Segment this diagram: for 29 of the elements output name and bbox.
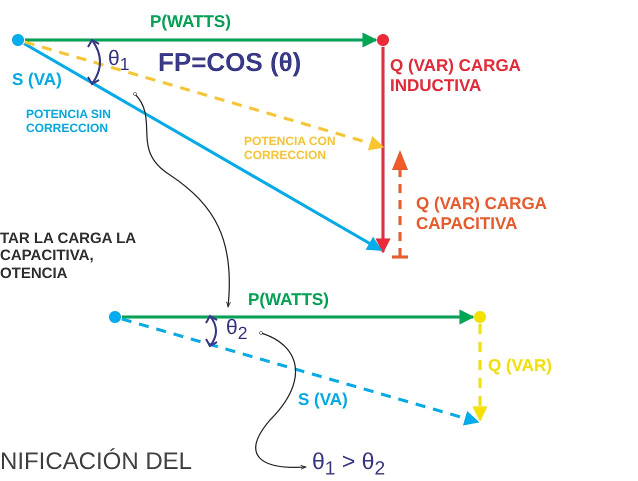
angle-marker (204, 314, 250, 350)
edge-label: Q (VAR) (488, 356, 553, 376)
edge-label: S (VA) (298, 390, 349, 410)
vector-point-dot (109, 311, 121, 323)
edge-label: P(WATTS) (248, 290, 330, 310)
note-text: NIFICACIÓN DEL (0, 448, 194, 476)
vector-arrow (472, 324, 488, 422)
vector-arrow (122, 310, 474, 324)
vector-arrow (376, 47, 390, 254)
angle-label: θ$_{2}$ (226, 316, 248, 344)
vector-arrow (121, 318, 480, 426)
vector-arrow (24, 40, 384, 150)
vector-point-dot (377, 34, 389, 46)
vector-arrow (23, 42, 382, 252)
leader-line (255, 331, 306, 470)
edge-label: P(WATTS) (150, 12, 232, 32)
edge-label: POTENCIA CON CORRECCION (244, 135, 337, 163)
angle-label: θ$_{1}$ (108, 47, 130, 76)
leader-line (133, 92, 231, 308)
note-text: TAR LA CARGA LA CAPACITIVA, OTENCIA (0, 230, 137, 282)
edge-label: S (VA) (12, 70, 63, 90)
note-text: Q (VAR) CARGA CAPACITIVA (416, 194, 548, 234)
vector-arrow (25, 32, 378, 48)
vector-point-dot (474, 311, 486, 323)
angle-comparison: θ$_{1}$ > θ$_{2}$ (312, 448, 386, 481)
vector-point-dot (12, 34, 24, 46)
edge-label: Q (VAR) CARGA INDUCTIVA (390, 56, 522, 96)
note-text: POTENCIA SIN CORRECCION (26, 108, 112, 136)
formula-text: FP=COS (θ) (158, 48, 302, 78)
